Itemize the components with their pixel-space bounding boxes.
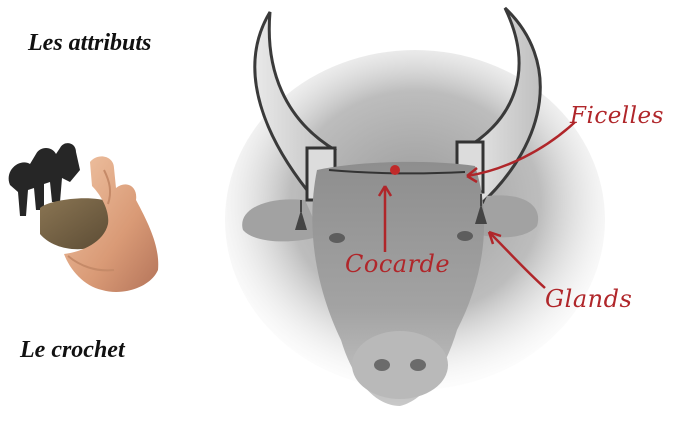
- crochet-hand-illustration: [0, 130, 185, 300]
- label-glands: Glands: [545, 285, 632, 313]
- label-ficelles: Ficelles: [570, 103, 664, 129]
- cocarde-mark: [390, 165, 400, 175]
- label-cocarde: Cocarde: [345, 250, 450, 278]
- bull-head-illustration: [225, 0, 674, 430]
- crochet-caption: Le crochet: [20, 337, 125, 364]
- page-title: Les attributs: [28, 30, 151, 57]
